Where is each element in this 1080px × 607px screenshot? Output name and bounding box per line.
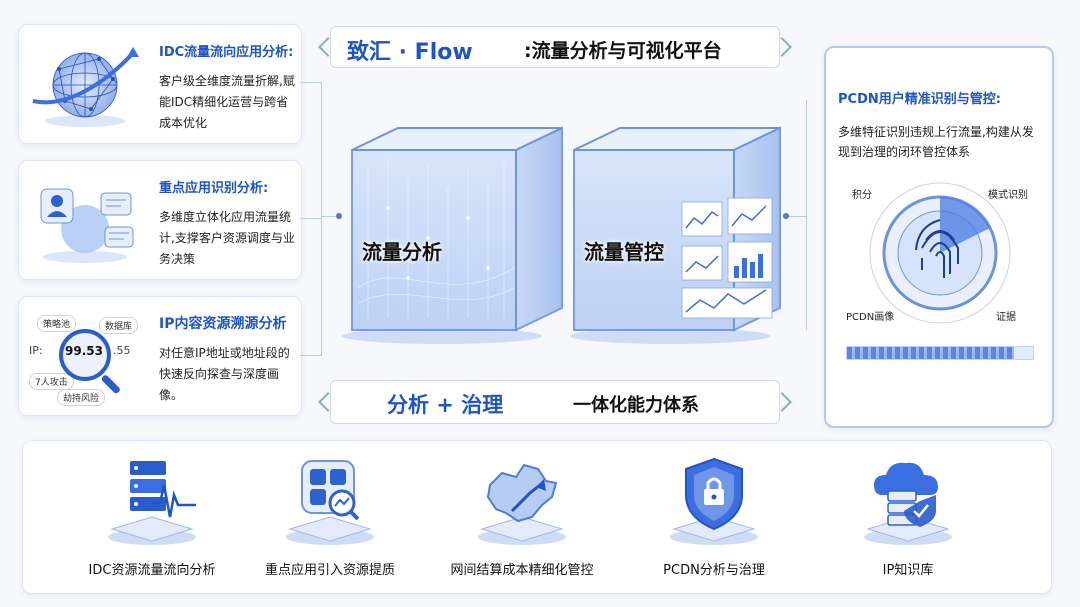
card-description: 多维度立体化应用流量统计,支撑客户资源调度与业务决策: [159, 210, 295, 266]
bottom-label: IDC资源流量流向分析: [88, 563, 216, 578]
cube-traffic-control: [570, 126, 781, 344]
user-cloud-icon: [40, 188, 134, 263]
card-title: PCDN用户精准识别与管控:: [838, 92, 1001, 107]
card-key-app: 重点应用识别分析: 多维度立体化应用流量统计,支撑客户资源调度与业务决策: [18, 160, 302, 280]
header-subtitle: :流量分析与可视化平台: [524, 40, 722, 62]
radar-label-tl: 积分: [852, 190, 872, 201]
magnifier-handle: [100, 374, 122, 395]
progress-fill: [847, 347, 1015, 359]
bottom-item-settlement: 网间结算成本精细化管控: [432, 455, 612, 595]
bottom-item-keyapp: 重点应用引入资源提质: [240, 455, 420, 595]
card-pcdn: PCDN用户精准识别与管控: 多维特征识别违规上行流量,构建从发现到治理的闭环管…: [824, 46, 1054, 428]
cloud-database-icon: [864, 462, 952, 545]
radar-label-bl: PCDN画像: [846, 312, 895, 323]
brand-title: 致汇 · Flow: [347, 40, 473, 65]
globe-network-icon: [32, 47, 139, 127]
header-banner: 致汇 · Flow :流量分析与可视化平台: [330, 26, 780, 68]
card-title: 重点应用识别分析:: [159, 181, 269, 196]
card-title: IDC流量流向应用分析:: [159, 45, 294, 60]
radar-label-tr: 模式识别: [988, 190, 1028, 201]
fingerprint-radar-icon: [869, 182, 1011, 324]
bottom-label: PCDN分析与治理: [663, 563, 765, 578]
progress-track: [846, 346, 1034, 360]
cube-label-analysis: 流量分析: [362, 240, 442, 264]
card-description: 对任意IP地址或地址段的快速反向探查与深度画像。: [159, 346, 290, 402]
ip-prefix: IP:: [29, 344, 43, 357]
china-map-icon: [478, 463, 566, 545]
server-wave-icon: [108, 461, 196, 545]
tag-3: 7人攻击: [29, 373, 74, 390]
cube-label-control: 流量管控: [584, 240, 664, 264]
tag-1: 策略池: [37, 315, 77, 332]
ip-value: 99.53: [65, 344, 103, 358]
magnifier-ip-icon: 策略池 数据库 7人攻击 劫持风险 IP: 99.53 .55: [27, 311, 145, 406]
tag-2: 数据库: [99, 317, 139, 334]
app-grid-chart-icon: [286, 460, 374, 545]
bottom-label: IP知识库: [882, 563, 934, 578]
radar-label-br: 证据: [996, 312, 1016, 323]
ip-suffix: .55: [113, 344, 131, 357]
tag-4: 劫持风险: [57, 389, 106, 406]
bottom-label: 网间结算成本精细化管控: [450, 563, 594, 578]
card-description: 多维特征识别违规上行流量,构建从发现到治理的闭环管控体系: [838, 125, 1034, 159]
card-idc-flow: IDC流量流向应用分析: 客户级全维度流量折解,赋能IDC精细化运营与跨省成本优…: [18, 24, 302, 144]
cube-traffic-analysis: [342, 126, 563, 344]
card-ip-trace: 策略池 数据库 7人攻击 劫持风险 IP: 99.53 .55 IP内容资源溯源…: [18, 296, 302, 416]
banner-left: 分析 + 治理: [387, 393, 504, 417]
bottom-item-idc: IDC资源流量流向分析: [62, 455, 242, 595]
card-title: IP内容资源溯源分析: [159, 316, 287, 332]
banner-right: 一体化能力体系: [573, 395, 699, 416]
center-banner: 分析 + 治理 一体化能力体系: [330, 380, 780, 424]
magnifier-lens: [59, 329, 111, 381]
bottom-label: 重点应用引入资源提质: [264, 563, 395, 578]
bottom-panel: [22, 440, 1052, 594]
shield-lock-icon: [670, 457, 758, 545]
bottom-item-ipkb: IP知识库: [818, 455, 998, 595]
card-description: 客户级全维度流量折解,赋能IDC精细化运营与跨省成本优化: [159, 74, 295, 130]
bottom-item-pcdn: PCDN分析与治理: [624, 455, 804, 595]
